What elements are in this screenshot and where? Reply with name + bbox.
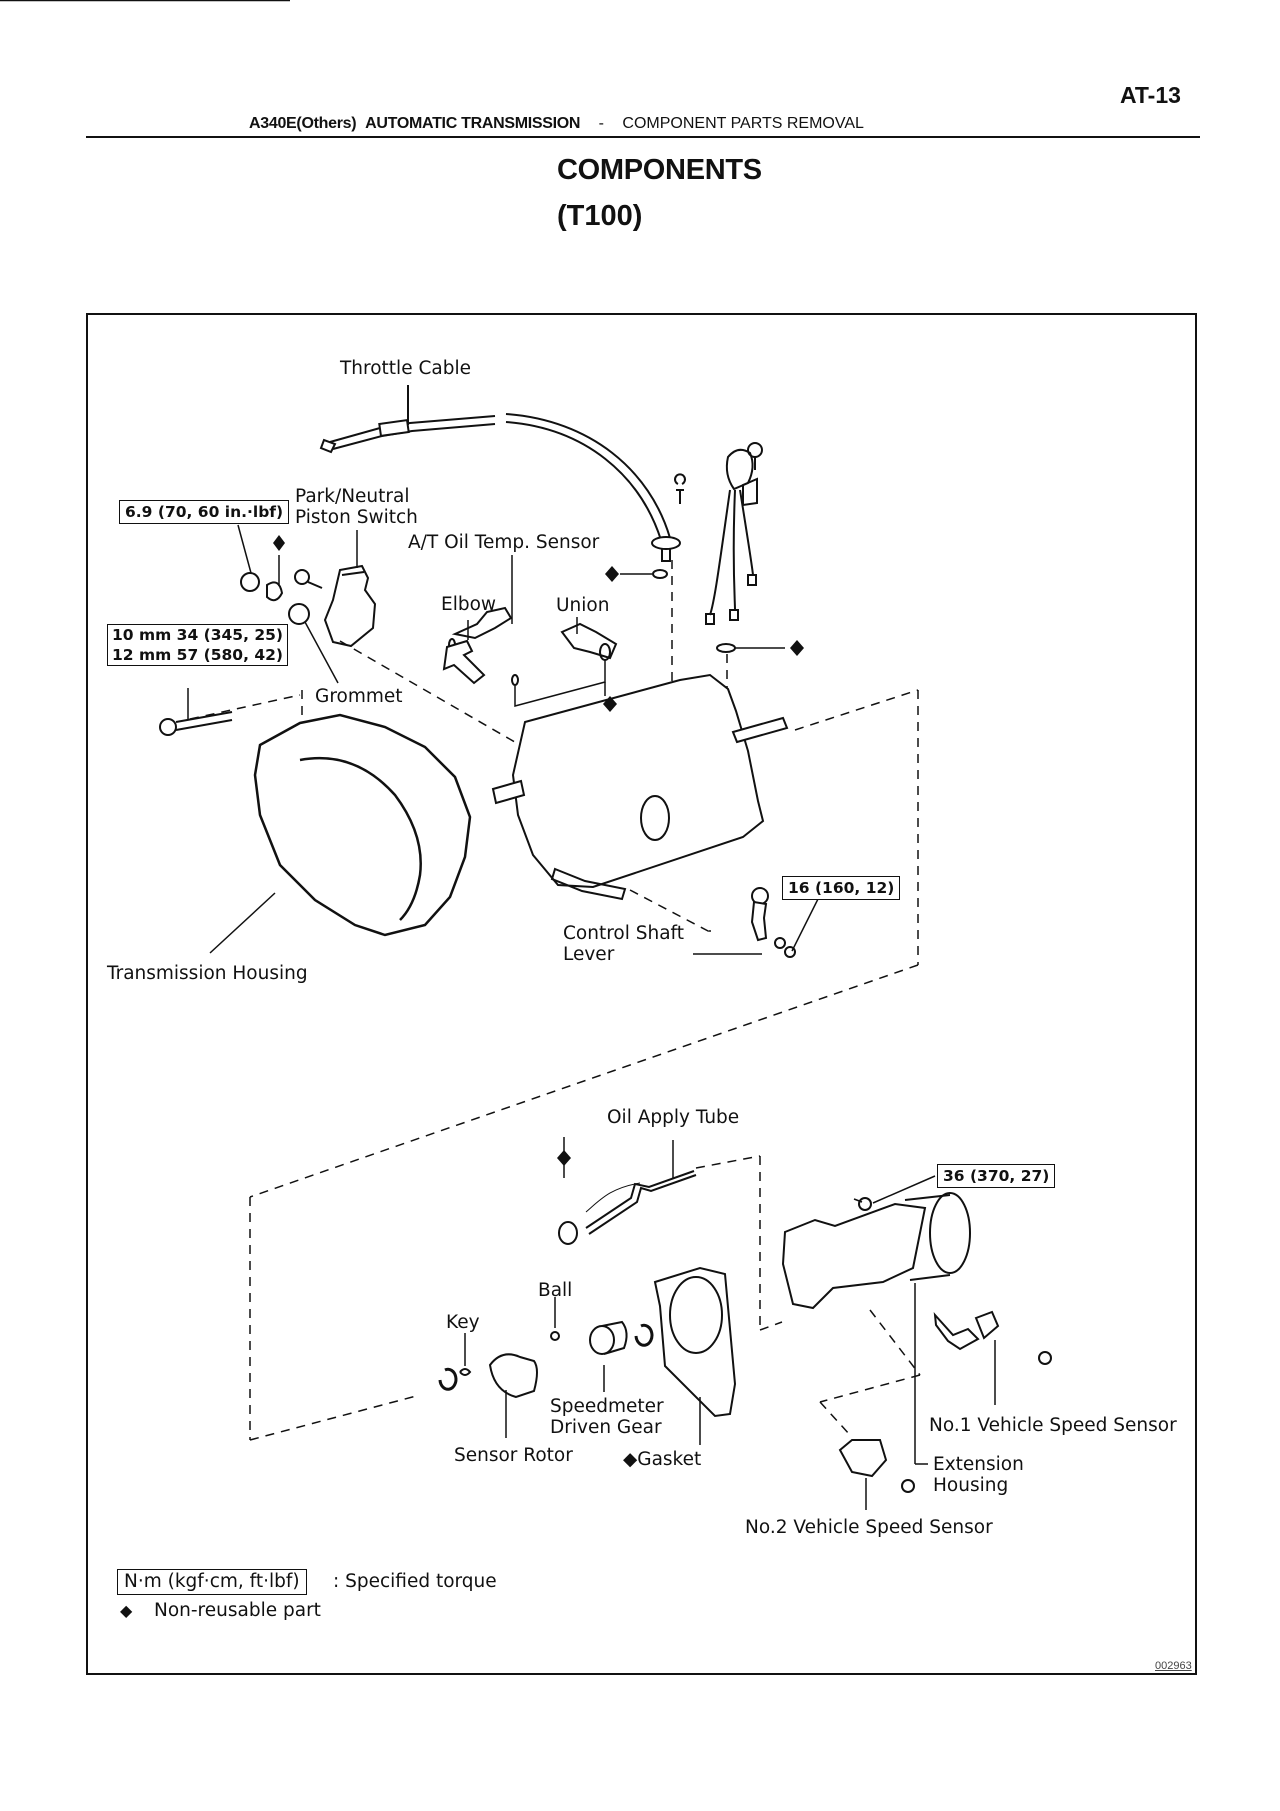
label-speedometer-2: Driven Gear [550,1417,662,1438]
torque-spec-extension: 36 (370, 27) [937,1164,1056,1188]
section-model: A340E(Others) [249,115,357,132]
label-transmission-housing: Transmission Housing [107,963,308,984]
label-union: Union [556,595,610,616]
label-extension-2: Housing [933,1475,1009,1496]
torque-spec-housing-bolts: 10 mm 34 (345, 25) 12 mm 57 (580, 42) [107,624,289,666]
non-reusable-diamond [605,566,619,582]
label-control-shaft-1: Control Shaft [563,923,684,944]
top-dashed-leaders [189,560,919,1441]
label-park-neutral-1: Park/Neutral [295,486,410,507]
transmission-case-part [491,673,789,901]
label-no2-speed-sensor: No.2 Vehicle Speed Sensor [745,1517,993,1538]
non-reusable-icon: ◆ [120,1601,133,1620]
label-sensor-rotor: Sensor Rotor [454,1445,573,1466]
housing-bolt-part [159,711,233,736]
park-neutral-switch-part [240,564,377,648]
label-no1-speed-sensor: No.1 Vehicle Speed Sensor [929,1415,1177,1436]
subsection-name: COMPONENT PARTS REMOVAL [622,115,864,132]
label-throttle-cable: Throttle Cable [340,358,471,379]
legend-torque-desc: : Specified torque [333,1571,497,1592]
header-separator: - [598,115,604,132]
oil-apply-tube-part [585,1170,697,1235]
torque-spec-12mm: 12 mm 57 (580, 42) [112,646,284,664]
speedometer-driven-gear-part [589,1320,628,1355]
label-park-neutral-2: Piston Switch [295,507,418,528]
union-part [560,622,618,661]
label-oil-temp-sensor: A/T Oil Temp. Sensor [408,532,600,553]
label-extension-1: Extension [933,1454,1024,1475]
transmission-housing-part [0,0,472,937]
section-header: A340E(Others) AUTOMATIC TRANSMISSION - C… [249,115,864,133]
legend-torque-unit: N·m (kgf·cm, ft·lbf) [117,1569,307,1595]
control-shaft-lever-part [750,887,796,958]
label-elbow: Elbow [441,594,497,615]
diagram-frame [86,313,1197,1675]
header-rule [86,136,1200,138]
label-control-shaft-2: Lever [563,944,615,965]
legend-nonreusable-desc: Non-reusable part [154,1600,321,1621]
section-name: AUTOMATIC TRANSMISSION [365,115,581,132]
torque-spec-control-shaft: 16 (160, 12) [782,876,901,900]
non-reusable-diamond [273,535,285,551]
non-reusable-diamond [790,640,804,656]
no1-speed-sensor-part [933,1310,1052,1365]
torque-spec-10mm: 10 mm 34 (345, 25) [112,626,284,644]
label-speedometer-1: Speedmeter [550,1396,664,1417]
figure-code: 002963 [1155,1660,1192,1672]
label-grommet: Grommet [315,686,403,707]
page-subtitle: (T100) [557,200,643,232]
torque-spec-park-neutral: 6.9 (70, 60 in.·lbf) [119,500,290,524]
label-gasket: ◆Gasket [623,1449,702,1470]
non-reusable-diamond [557,1150,571,1166]
wire-harness-part [705,442,763,625]
non-reusable-markers [273,535,804,1166]
gasket-part [653,1266,737,1418]
throttle-cable-part [319,413,686,562]
sensor-rotor-part [488,1353,538,1399]
label-key: Key [446,1312,480,1333]
extension-housing-part [781,1192,971,1310]
non-reusable-diamond [603,696,617,712]
label-ball: Ball [538,1280,573,1301]
no2-speed-sensor-part [838,1439,915,1493]
elbow-part [442,639,486,685]
page-number: AT-13 [1120,82,1181,108]
page-title: COMPONENTS [557,154,762,186]
label-oil-apply-tube: Oil Apply Tube [607,1107,740,1128]
